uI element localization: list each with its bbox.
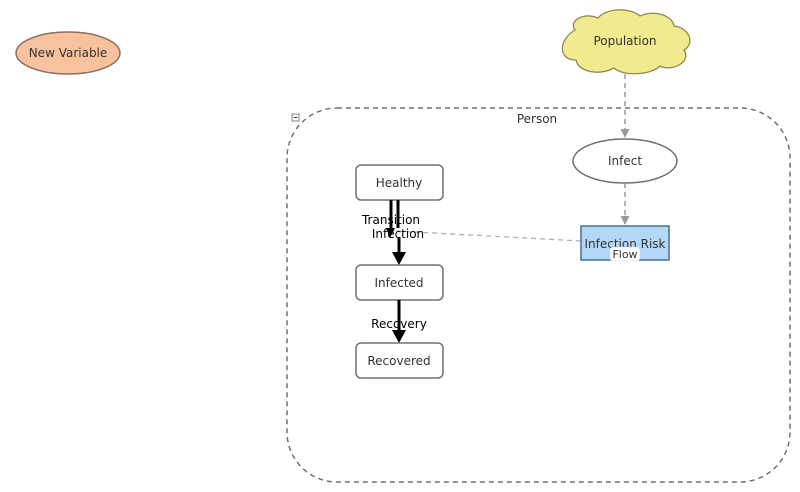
person-container-border xyxy=(286,107,791,483)
transition-recovery-label: Recovery xyxy=(371,317,427,331)
state-healthy-label: Healthy xyxy=(376,176,423,190)
transition-infection-label-line2: Infection xyxy=(372,227,424,241)
state-recovered[interactable]: Recovered xyxy=(355,342,444,379)
transition-recovery[interactable]: Recovery xyxy=(371,300,427,343)
flow-badge-bg xyxy=(609,246,641,262)
state-healthy[interactable]: Healthy xyxy=(355,164,444,201)
population-label: Population xyxy=(593,34,656,48)
new-variable-shape xyxy=(15,31,121,75)
infection-risk-node[interactable]: Infection Risk Flow xyxy=(580,225,670,262)
person-container-title: Person xyxy=(517,112,557,126)
link-infection-risk-to-transition[interactable] xyxy=(395,230,582,242)
state-infected[interactable]: Infected xyxy=(355,264,444,301)
state-recovered-shape xyxy=(355,342,444,379)
population-node[interactable]: Population xyxy=(561,9,691,75)
person-agent-container[interactable]: Person xyxy=(286,107,791,483)
infect-label: Infect xyxy=(608,154,642,168)
state-infected-label: Infected xyxy=(374,276,423,290)
infect-node[interactable]: Infect xyxy=(572,138,678,184)
infection-risk-label: Infection Risk xyxy=(584,237,665,251)
flow-badge-label: Flow xyxy=(612,248,637,261)
new-variable-label: New Variable xyxy=(29,46,108,60)
new-variable-node[interactable]: New Variable xyxy=(15,31,121,75)
state-recovered-label: Recovered xyxy=(367,354,430,368)
population-cloud-shape xyxy=(561,9,691,75)
transition-infection-label-line1: Transition xyxy=(361,213,420,227)
collapse-toggle-icon[interactable] xyxy=(291,113,300,122)
transition-infection[interactable]: Transition Infection xyxy=(361,200,424,265)
